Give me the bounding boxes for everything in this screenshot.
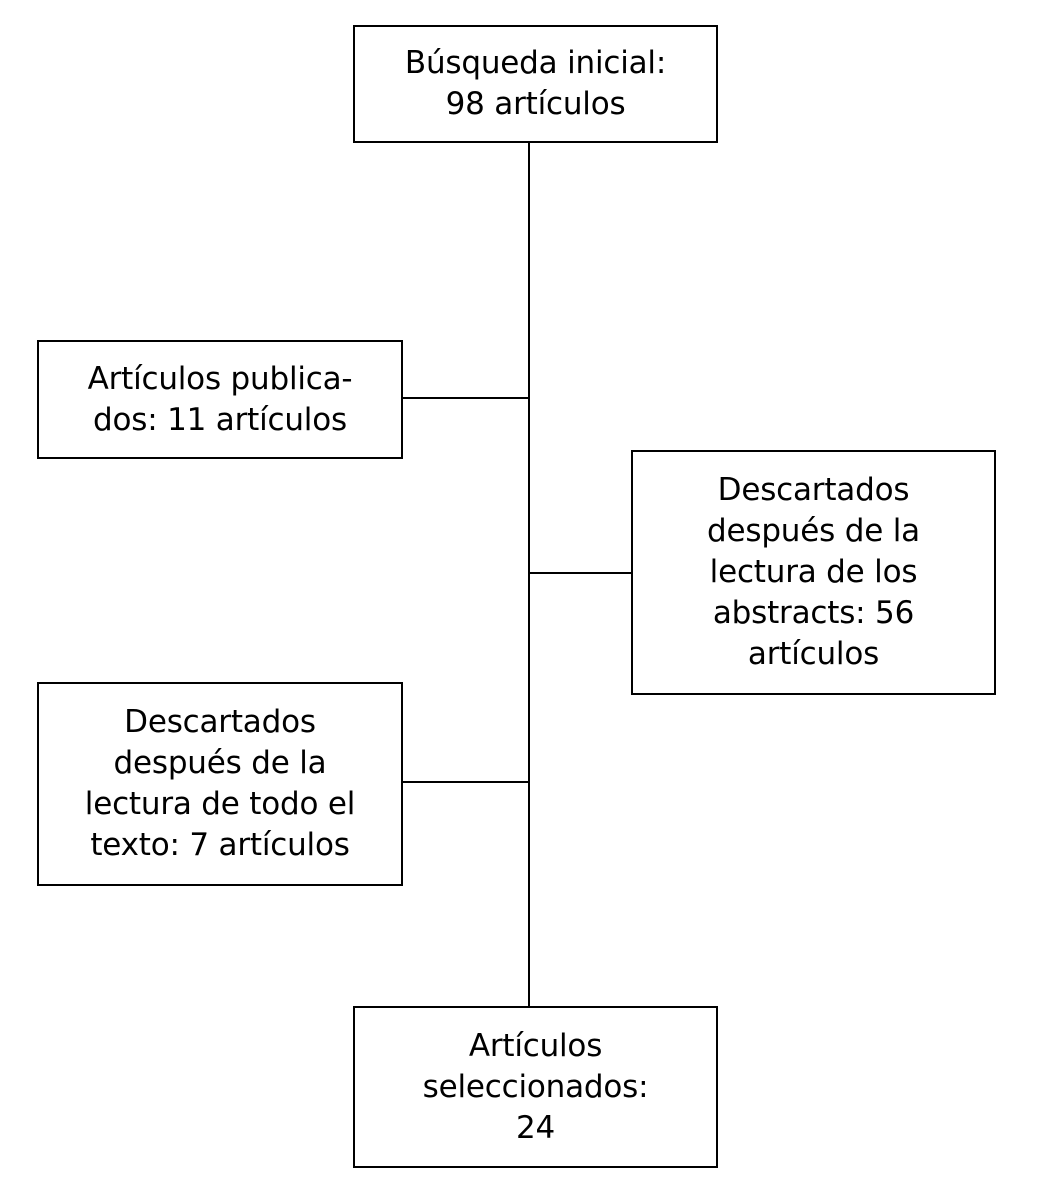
node-initial-search: Búsqueda inicial: 98 artículos [353,25,718,143]
connector-main-spine [528,143,530,1007]
connector-to-discarded-fulltext-box [403,781,530,783]
connector-to-discarded-abstracts-box [528,572,632,574]
connector-to-published-box [403,397,530,399]
node-selected-articles: Artículos seleccionados: 24 [353,1006,718,1168]
node-discarded-after-fulltext: Descartados después de la lectura de tod… [37,682,403,886]
node-published-articles: Artículos publica- dos: 11 artículos [37,340,403,459]
node-discarded-after-abstracts: Descartados después de la lectura de los… [631,450,996,695]
